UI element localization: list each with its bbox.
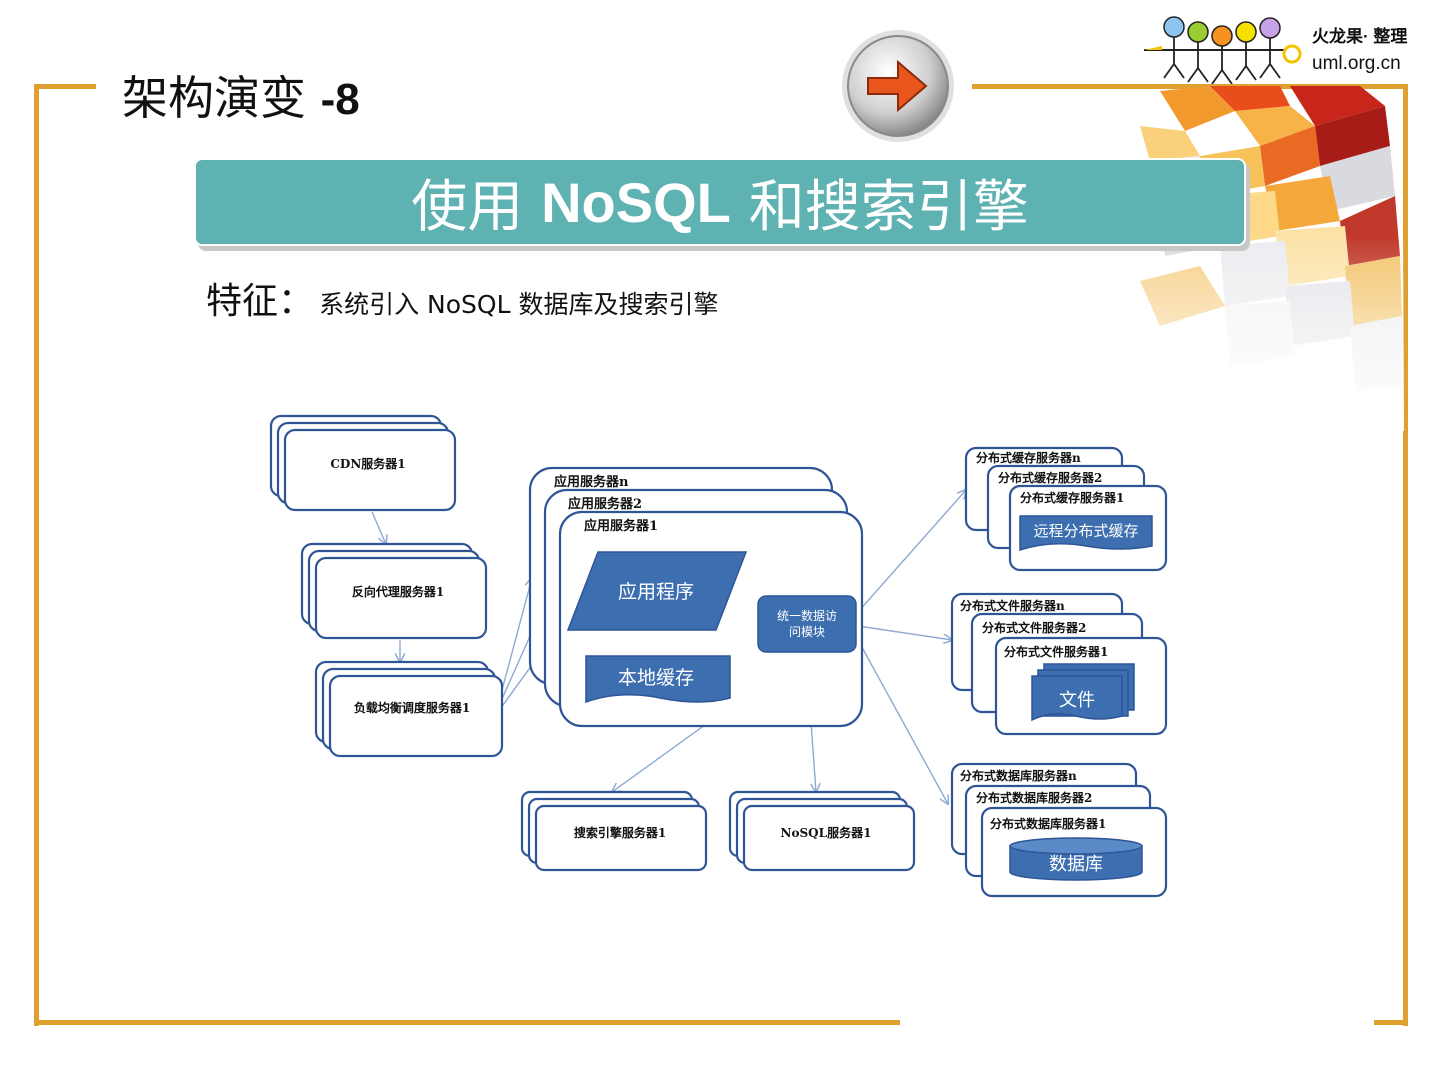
nosql-server-label: NoSQL服务器1 (781, 825, 872, 840)
reverse-proxy-stack (300, 542, 488, 640)
cdn-server-stack (269, 414, 457, 512)
frame-right (1403, 84, 1408, 1026)
file-2-label: 分布式文件服务器2 (982, 620, 1086, 635)
file-n-label: 分布式文件服务器n (960, 598, 1065, 613)
next-arrow-button[interactable] (840, 28, 956, 144)
unified-access-shape (757, 595, 857, 653)
frame-left (34, 84, 39, 1026)
remote-cache-label: 远程分布式缓存 (1033, 522, 1138, 540)
db-2-label: 分布式数据库服务器2 (976, 790, 1092, 805)
brand-logo-icon (1144, 16, 1302, 84)
brand-url: uml.org.cn (1312, 53, 1401, 74)
unified-access-label-2: 问模块 (789, 625, 825, 639)
cache-2-label: 分布式缓存服务器2 (998, 470, 1102, 485)
brand-name: 火龙果· 整理 (1312, 27, 1408, 46)
slide-title: 架构演变 -8 (122, 62, 360, 128)
db-1-label: 分布式数据库服务器1 (990, 816, 1106, 831)
banner-cn-left: 使用 (411, 174, 524, 240)
app-server-2-label: 应用服务器2 (568, 496, 642, 512)
app-server-n-label: 应用服务器n (554, 474, 629, 490)
remote-cache-shape (1019, 515, 1153, 552)
frame-top-left (34, 84, 96, 89)
frame-bottom-right (1374, 1020, 1408, 1025)
banner-cn-right: 和搜索引擎 (748, 174, 1029, 240)
search-server-label: 搜索引擎服务器1 (574, 825, 666, 840)
file-stack-shape (1031, 663, 1135, 722)
title-number: -8 (320, 75, 360, 124)
feature-text: 系统引入 NoSQL 数据库及搜索引擎 (319, 290, 719, 319)
database-label: 数据库 (1049, 854, 1103, 875)
load-balancer-stack (314, 660, 504, 758)
feature-line: 特征： 系统引入 NoSQL 数据库及搜索引擎 (206, 272, 718, 324)
frame-top-right (972, 84, 1408, 89)
nosql-server-stack (728, 790, 916, 872)
database-cylinder-shape (1009, 837, 1143, 881)
cdn-label: CDN服务器1 (330, 456, 405, 471)
banner-en: NoSQL (541, 170, 731, 234)
unified-access-label-1: 统一数据访 (777, 608, 837, 623)
cache-server-stack (964, 446, 1168, 572)
file-1-label: 分布式文件服务器1 (1004, 644, 1108, 659)
title-text: 架构演变 (122, 71, 306, 125)
application-label: 应用程序 (618, 581, 694, 603)
search-server-stack (520, 790, 708, 872)
topic-banner: 使用 NoSQL 和搜索引擎 (194, 158, 1246, 246)
file-label: 文件 (1059, 690, 1095, 711)
load-balancer-label: 负载均衡调度服务器1 (354, 700, 470, 715)
feature-label: 特征： (206, 281, 315, 322)
arrow-right-icon (867, 59, 928, 113)
brand-text: 火龙果· 整理 uml.org.cn (1312, 22, 1407, 75)
cache-n-label: 分布式缓存服务器n (976, 450, 1081, 465)
app-server-1-label: 应用服务器1 (584, 518, 658, 534)
local-cache-shape (585, 655, 731, 704)
frame-bottom-left (34, 1020, 900, 1025)
db-n-label: 分布式数据库服务器n (960, 768, 1077, 783)
application-shape (566, 551, 748, 631)
reverse-proxy-label: 反向代理服务器1 (352, 584, 444, 599)
cache-1-label: 分布式缓存服务器1 (1020, 490, 1124, 505)
local-cache-label: 本地缓存 (618, 667, 694, 689)
